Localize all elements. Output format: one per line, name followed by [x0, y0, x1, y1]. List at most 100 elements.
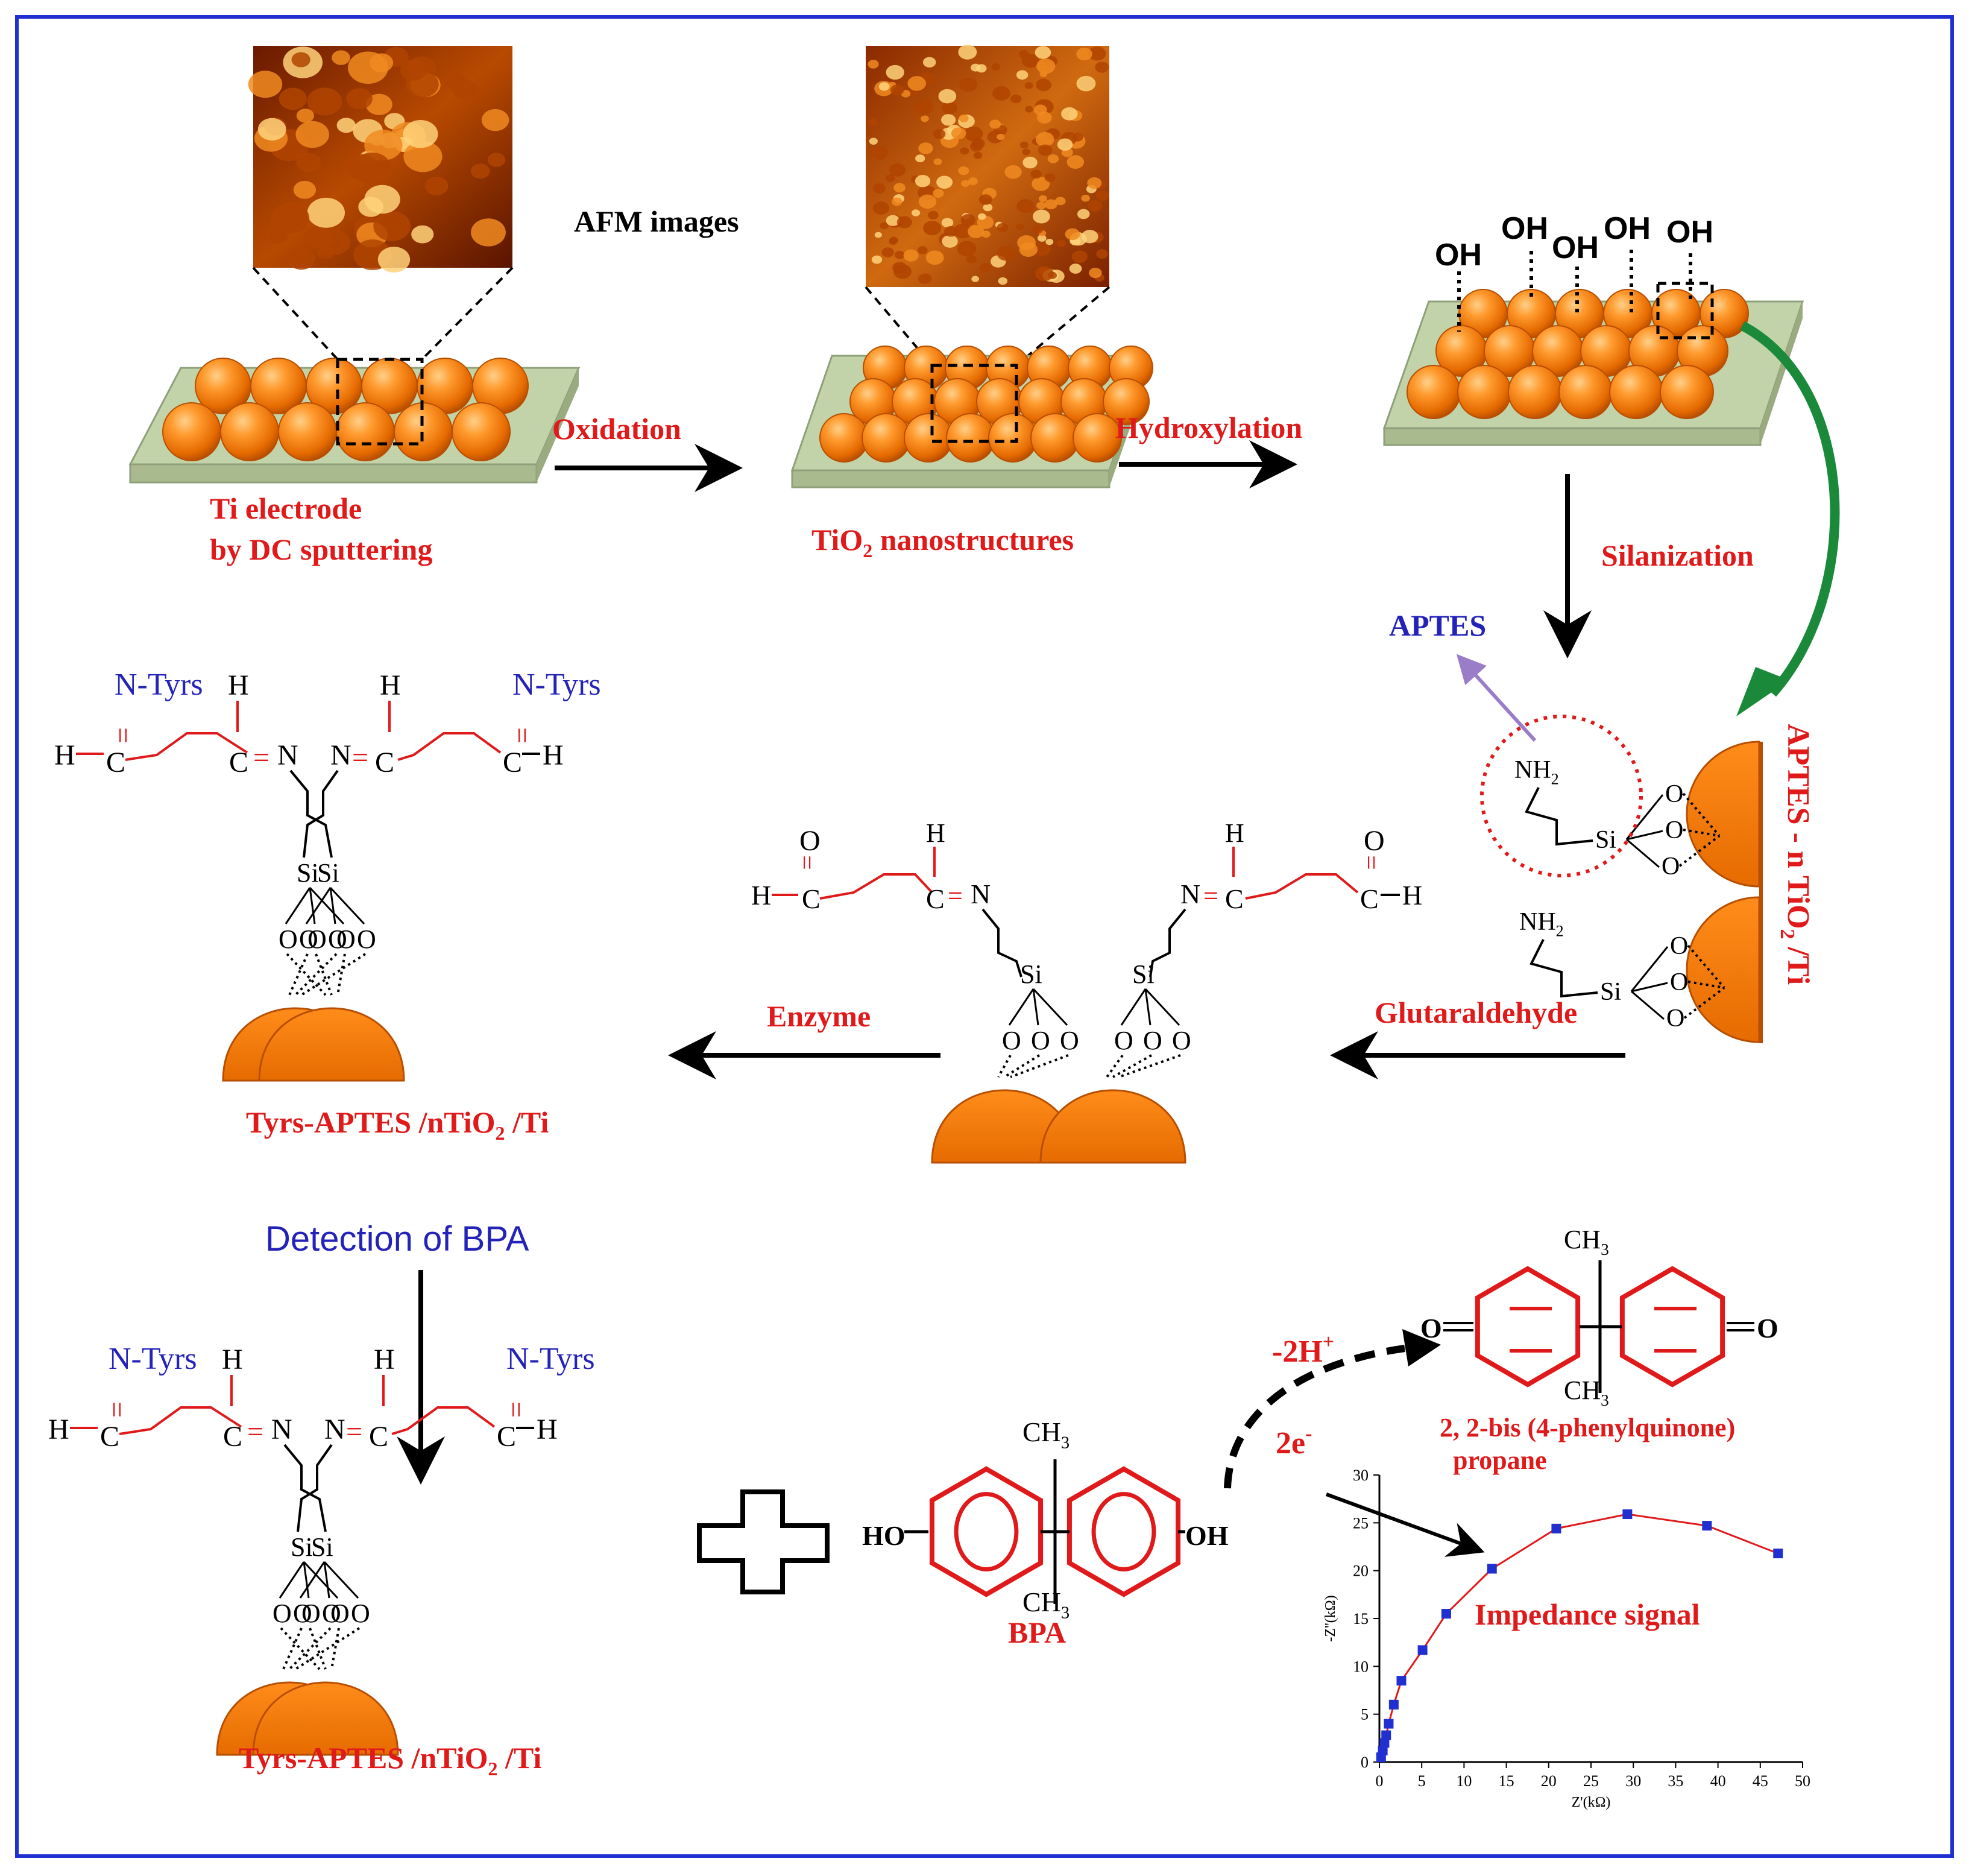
double-bond: =	[346, 1416, 362, 1448]
ch3-top: CH3	[1022, 1416, 1070, 1453]
n-tyrs-right: N-Tyrs	[506, 1342, 595, 1376]
glutaraldehyde-label: Glutaraldehyde	[1375, 996, 1577, 1029]
x-tick-label: 35	[1668, 1772, 1683, 1790]
h-atom: H	[228, 669, 249, 701]
c-atom: C	[106, 747, 125, 779]
data-point	[1384, 1719, 1394, 1729]
silanization-label: Silanization	[1601, 538, 1754, 572]
oxygen-atom: O	[293, 1599, 312, 1628]
plus-sign	[697, 1489, 830, 1594]
oxygen-atom: O	[301, 1599, 321, 1628]
oxygen-atom: O	[299, 924, 318, 954]
n-atom: N	[324, 1413, 345, 1445]
oxygen-atom: O	[1031, 1026, 1050, 1055]
x-tick-label: 20	[1541, 1772, 1557, 1790]
oxidation-dashed-arrowhead	[1402, 1329, 1441, 1366]
y-tick-label: 30	[1353, 1467, 1369, 1484]
oh-5: OH	[1666, 215, 1713, 250]
y-tick-label: 25	[1353, 1514, 1369, 1532]
oxygen-atom: O	[1002, 1026, 1021, 1055]
data-point	[1622, 1509, 1633, 1520]
green-arc-arrowhead	[1736, 667, 1789, 716]
y-tick-label: 10	[1353, 1658, 1369, 1675]
oxidation-label: Oxidation	[552, 412, 681, 446]
impedance-label: Impedance signal	[1475, 1597, 1700, 1631]
o-atom: O	[1364, 825, 1385, 857]
c-atom: C	[802, 883, 821, 914]
ch3-bottom: CH3	[1022, 1587, 1070, 1623]
oh-4: OH	[1604, 211, 1651, 246]
hydroxylation-label: Hydroxylation	[1115, 411, 1302, 444]
aptes-side-electrode	[1686, 741, 1763, 1043]
si-atom: Si	[297, 858, 319, 888]
n-atom: N	[277, 739, 298, 771]
h-atom: H	[48, 1413, 69, 1445]
oxidation-dashed-arrow	[1224, 1345, 1405, 1489]
c-atom: C	[229, 747, 248, 779]
aromatic-ring	[1475, 1266, 1581, 1388]
afm-label: AFM images	[574, 204, 739, 238]
minus-2h-label: -2H+	[1272, 1331, 1334, 1369]
tyrs-label-top: Tyrs-APTES /nTiO2 /Ti	[246, 1105, 549, 1144]
n-atom: N	[271, 1413, 292, 1445]
afm-image-tio2	[866, 45, 1109, 287]
double-bond-left: =	[107, 727, 139, 744]
c-atom: C	[497, 1421, 516, 1453]
y-tick-label: 15	[1353, 1610, 1369, 1628]
x-tick-label: 15	[1499, 1772, 1514, 1790]
oxygen-atom: O	[328, 924, 347, 954]
ti-electrode-label-1: Ti electrode	[210, 491, 362, 525]
y-tick-label: 0	[1361, 1754, 1369, 1771]
oxygen-atom: O	[1172, 1026, 1191, 1055]
tio2-particle	[258, 1007, 405, 1082]
x-tick-label: 25	[1583, 1772, 1599, 1790]
c-atom: C	[503, 747, 522, 779]
n-tyrs-right: N-Tyrs	[512, 668, 601, 702]
n-tyrs-left: N-Tyrs	[115, 668, 203, 702]
double-bond-left: =	[101, 1401, 133, 1418]
oxygen-atom: O	[1670, 932, 1688, 960]
ti-electrode-plate	[128, 358, 581, 484]
aptes-arrow	[1456, 654, 1537, 742]
h-atom: H	[543, 739, 564, 771]
c-atom: C	[100, 1421, 119, 1453]
oxygen-atom: O	[1662, 853, 1680, 880]
data-point	[1441, 1609, 1451, 1619]
data-point	[1378, 1745, 1388, 1755]
double-bond: =	[352, 742, 368, 774]
aromatic-ring	[929, 1466, 1044, 1597]
si-atom: Si	[311, 1532, 333, 1562]
afm-image-ti	[248, 46, 512, 273]
data-point	[1379, 1738, 1390, 1748]
double-bond: =	[948, 881, 963, 911]
x-tick-label: 30	[1625, 1772, 1641, 1790]
si-atom: Si	[1600, 978, 1621, 1006]
oh-group: OH	[1185, 1520, 1229, 1551]
h-atom: H	[380, 669, 401, 701]
oxygen-atom: O	[1665, 816, 1683, 844]
si-atom: Si	[291, 1532, 313, 1562]
tio2-particle	[252, 1681, 399, 1756]
y-axis-label: -Z''(kΩ)	[1323, 1595, 1338, 1641]
quinone-label-1: 2, 2-bis (4-phenylquinone)	[1440, 1413, 1735, 1442]
si-atom: Si	[317, 858, 339, 888]
h-atom: H	[537, 1413, 558, 1445]
oxygen-atom: O	[1666, 1005, 1684, 1032]
oh-3: OH	[1552, 230, 1599, 265]
data-point	[1551, 1523, 1561, 1533]
nh2-group: NH2	[1519, 908, 1564, 940]
si-atom: Si	[1020, 959, 1042, 989]
oh-1: OH	[1435, 238, 1482, 273]
tio2-electrode-plate	[790, 346, 1153, 488]
n-atom: N	[1180, 879, 1200, 909]
x-tick-label: 5	[1418, 1772, 1426, 1790]
y-tick-label: 20	[1353, 1562, 1369, 1580]
oxygen-atom: O	[307, 924, 327, 954]
